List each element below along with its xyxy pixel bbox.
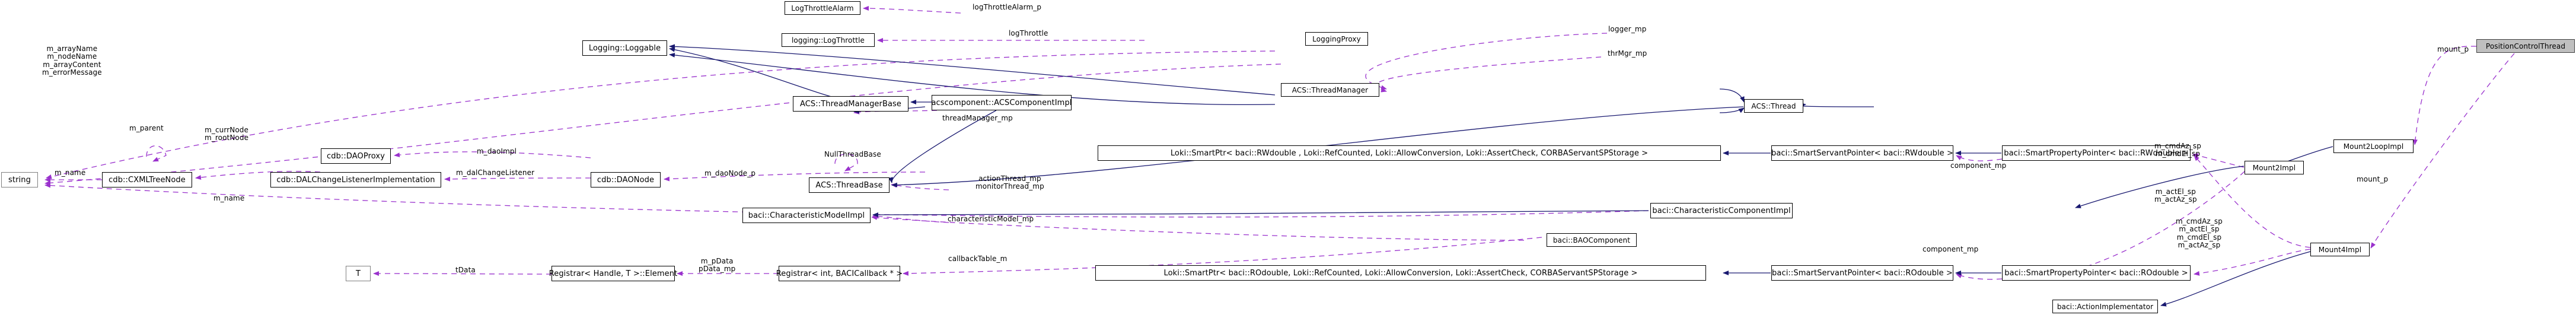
- edge-label-l_logthrottlealarm_p: logThrottleAlarm_p: [973, 3, 1042, 11]
- edge-label-l_tdata: tData: [455, 266, 476, 274]
- edge-label-l_dalchangelistener: m_dalChangeListener: [456, 169, 535, 177]
- class-node-acscomponentimpl[interactable]: acscomponent::ACSComponentImpl: [931, 95, 1072, 110]
- class-node-ssrro[interactable]: baci::SmartServantPointer< baci::ROdoubl…: [1771, 265, 1953, 281]
- class-node-threadmanagerbase[interactable]: ACS::ThreadManagerBase: [793, 96, 908, 112]
- edge-label-l_characteristicmodel_mp: characteristicModel_mp: [948, 215, 1034, 223]
- class-node-ssprw[interactable]: baci::SmartServantPointer< baci::RWdoubl…: [1771, 145, 1953, 161]
- class-node-lokirw[interactable]: Loki::SmartPtr< baci::RWdouble , Loki::R…: [1098, 145, 1721, 161]
- edge-label-l_logger_mp: logger_mp: [1608, 25, 1647, 33]
- edge-label-l_name_2: m_name: [213, 194, 245, 202]
- edge-label-l_nullthreadbase: NullThreadBase: [824, 150, 881, 158]
- class-node-positioncontrolthread[interactable]: PositionControlThread: [2476, 39, 2575, 53]
- class-node-string[interactable]: string: [1, 172, 38, 187]
- class-node-t[interactable]: T: [346, 266, 371, 281]
- class-node-logthrottle[interactable]: logging::LogThrottle: [782, 33, 875, 47]
- class-node-daonode[interactable]: cdb::DAONode: [591, 172, 661, 187]
- class-node-lokiro[interactable]: Loki::SmartPtr< baci::ROdouble, Loki::Re…: [1095, 265, 1706, 281]
- edge-label-l_daonode_p: m_daoNode_p: [704, 169, 756, 177]
- class-node-spprw[interactable]: baci::SmartPropertyPointer< baci::RWdoub…: [2002, 145, 2191, 161]
- class-node-spprro[interactable]: baci::SmartPropertyPointer< baci::ROdoub…: [2002, 265, 2191, 281]
- class-node-mount4impl[interactable]: Mount4Impl: [2310, 243, 2370, 256]
- class-node-cxmltreenode[interactable]: cdb::CXMLTreeNode: [102, 172, 192, 187]
- class-node-loggable[interactable]: Logging::Loggable: [582, 40, 667, 56]
- edge-label-l_daoimpl: m_daoImpl: [477, 147, 517, 155]
- class-node-registrarelement[interactable]: Registrar< Handle, T >::Element: [549, 266, 677, 281]
- edge-label-l_component_mp_2: component_mp: [1923, 245, 1979, 253]
- class-node-threadbase[interactable]: ACS::ThreadBase: [809, 177, 890, 193]
- class-node-threadmanager[interactable]: ACS::ThreadManager: [1281, 83, 1379, 97]
- class-node-loggingproxy[interactable]: LoggingProxy: [1305, 32, 1368, 46]
- class-node-charcompimpl[interactable]: baci::CharacteristicComponentImpl: [1650, 203, 1793, 218]
- class-node-characteristicmodelimpl[interactable]: baci::CharacteristicModelImpl: [742, 208, 871, 223]
- edge-label-l_component_mp_1: component_mp: [1950, 161, 2007, 170]
- edge-label-l_threadmanager_mp: threadManager_mp: [942, 114, 1013, 122]
- edge-label-l_mount_p_2: mount_p: [2357, 175, 2389, 183]
- class-node-daoproxy[interactable]: cdb::DAOProxy: [321, 148, 391, 164]
- edge-label-l_thrmgr_mp: thrMgr_mp: [1608, 49, 1647, 58]
- edge-label-l_logthrottle: logThrottle: [1009, 29, 1048, 37]
- edge-label-l_name_1: m_name: [55, 169, 86, 177]
- class-node-actionimplementator[interactable]: baci::ActionImplementator: [2052, 300, 2158, 313]
- class-node-dalchangelistener[interactable]: cdb::DALChangeListenerImplementation: [270, 172, 441, 187]
- class-node-baocomponent[interactable]: baci::BAOComponent: [1547, 233, 1637, 247]
- class-node-acsthread[interactable]: ACS::Thread: [1744, 99, 1803, 113]
- class-node-mount2impl[interactable]: Mount2Impl: [2245, 161, 2304, 174]
- edge-label-l_mount_p_1: mount_p: [2437, 45, 2469, 53]
- edge-label-l_parent: m_parent: [129, 124, 164, 132]
- class-node-registrarbaci[interactable]: Registrar< int, BACICallback * >: [776, 266, 903, 281]
- edge-label-l_callbacktable_m: callbackTable_m: [948, 255, 1008, 263]
- class-node-mount2loopimpl[interactable]: Mount2LoopImpl: [2333, 139, 2414, 153]
- class-node-logthrottlealarm[interactable]: LogThrottleAlarm: [785, 1, 860, 15]
